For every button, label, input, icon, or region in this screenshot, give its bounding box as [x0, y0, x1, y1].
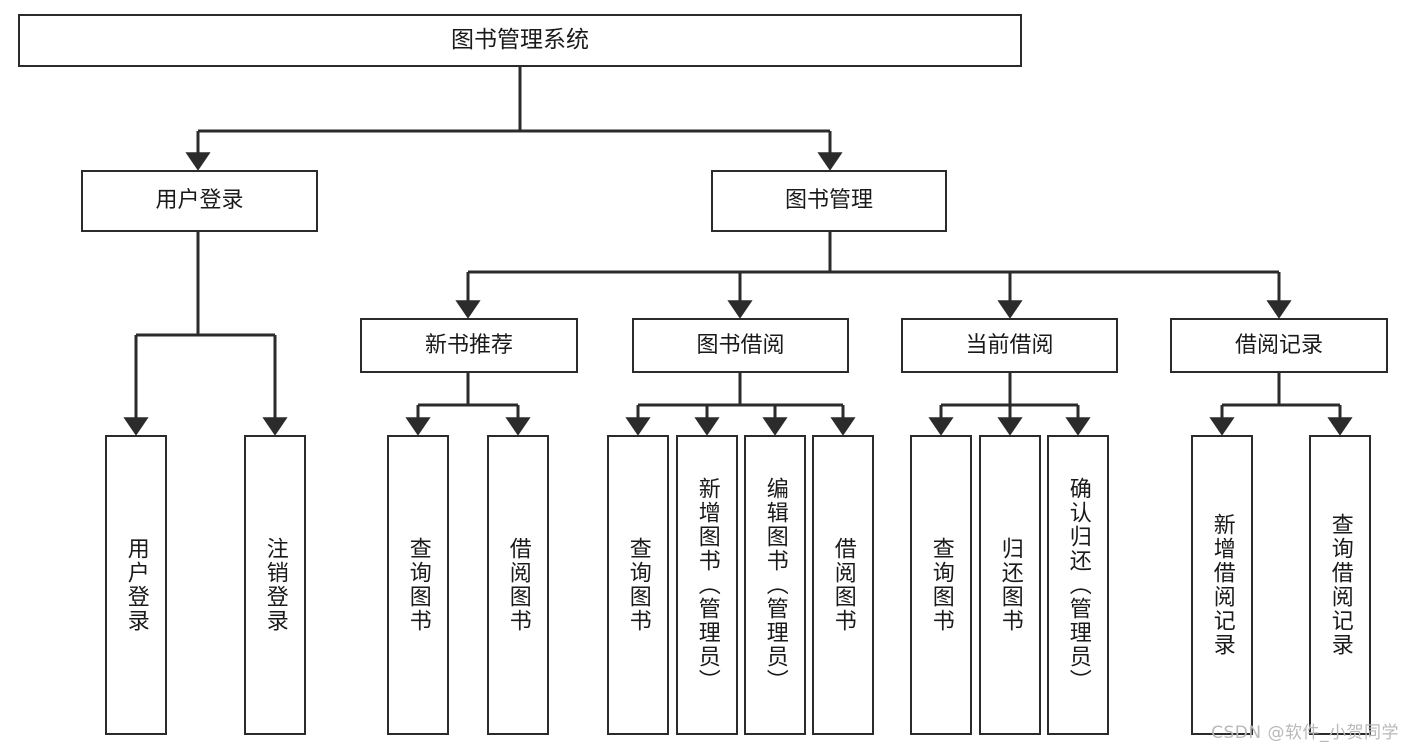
node-label: 借阅记录 [1234, 332, 1323, 358]
node-leaf-borrow-book-1[interactable]: 借阅图书 [487, 435, 549, 735]
node-label: 确认归还（管理员） [1065, 477, 1091, 693]
node-leaf-query-book-3[interactable]: 查询图书 [910, 435, 972, 735]
node-label: 归还图书 [997, 537, 1023, 633]
node-label: 借阅图书 [505, 537, 531, 633]
node-leaf-confirm-return[interactable]: 确认归还（管理员） [1047, 435, 1109, 735]
node-new-book-recommend[interactable]: 新书推荐 [360, 318, 578, 373]
node-label: 图书管理 [784, 188, 873, 214]
node-user-login[interactable]: 用户登录 [81, 170, 318, 232]
node-book-management[interactable]: 图书管理 [711, 170, 947, 232]
node-label: 查询图书 [405, 537, 431, 633]
node-leaf-user-login[interactable]: 用户登录 [105, 435, 167, 735]
node-book-borrow[interactable]: 图书借阅 [632, 318, 849, 373]
node-label: 借阅图书 [830, 537, 856, 633]
node-label: 图书借阅 [696, 332, 785, 358]
node-leaf-return-book[interactable]: 归还图书 [979, 435, 1041, 735]
csdn-watermark: CSDN @软件_小贺同学 [1211, 723, 1399, 743]
node-borrow-record[interactable]: 借阅记录 [1170, 318, 1388, 373]
node-root-book-management-system[interactable]: 图书管理系统 [18, 14, 1022, 67]
node-current-borrow[interactable]: 当前借阅 [901, 318, 1118, 373]
node-label: 当前借阅 [965, 332, 1054, 358]
node-label: 编辑图书（管理员） [762, 477, 788, 693]
node-label: 新书推荐 [424, 332, 513, 358]
node-label: 用户登录 [155, 188, 244, 214]
node-label: 新增借阅记录 [1209, 513, 1235, 657]
node-label: 用户登录 [123, 537, 149, 633]
node-leaf-add-record[interactable]: 新增借阅记录 [1191, 435, 1253, 735]
node-label: 查询图书 [625, 537, 651, 633]
node-leaf-add-book[interactable]: 新增图书（管理员） [676, 435, 738, 735]
node-label: 查询借阅记录 [1327, 513, 1353, 657]
node-leaf-logout[interactable]: 注销登录 [244, 435, 306, 735]
node-label: 图书管理系统 [451, 27, 589, 54]
node-leaf-query-record[interactable]: 查询借阅记录 [1309, 435, 1371, 735]
node-label: 新增图书（管理员） [694, 477, 720, 693]
node-leaf-query-book-1[interactable]: 查询图书 [387, 435, 449, 735]
node-leaf-edit-book[interactable]: 编辑图书（管理员） [744, 435, 806, 735]
node-leaf-borrow-book-2[interactable]: 借阅图书 [812, 435, 874, 735]
node-leaf-query-book-2[interactable]: 查询图书 [607, 435, 669, 735]
node-label: 查询图书 [928, 537, 954, 633]
node-label: 注销登录 [262, 537, 288, 633]
